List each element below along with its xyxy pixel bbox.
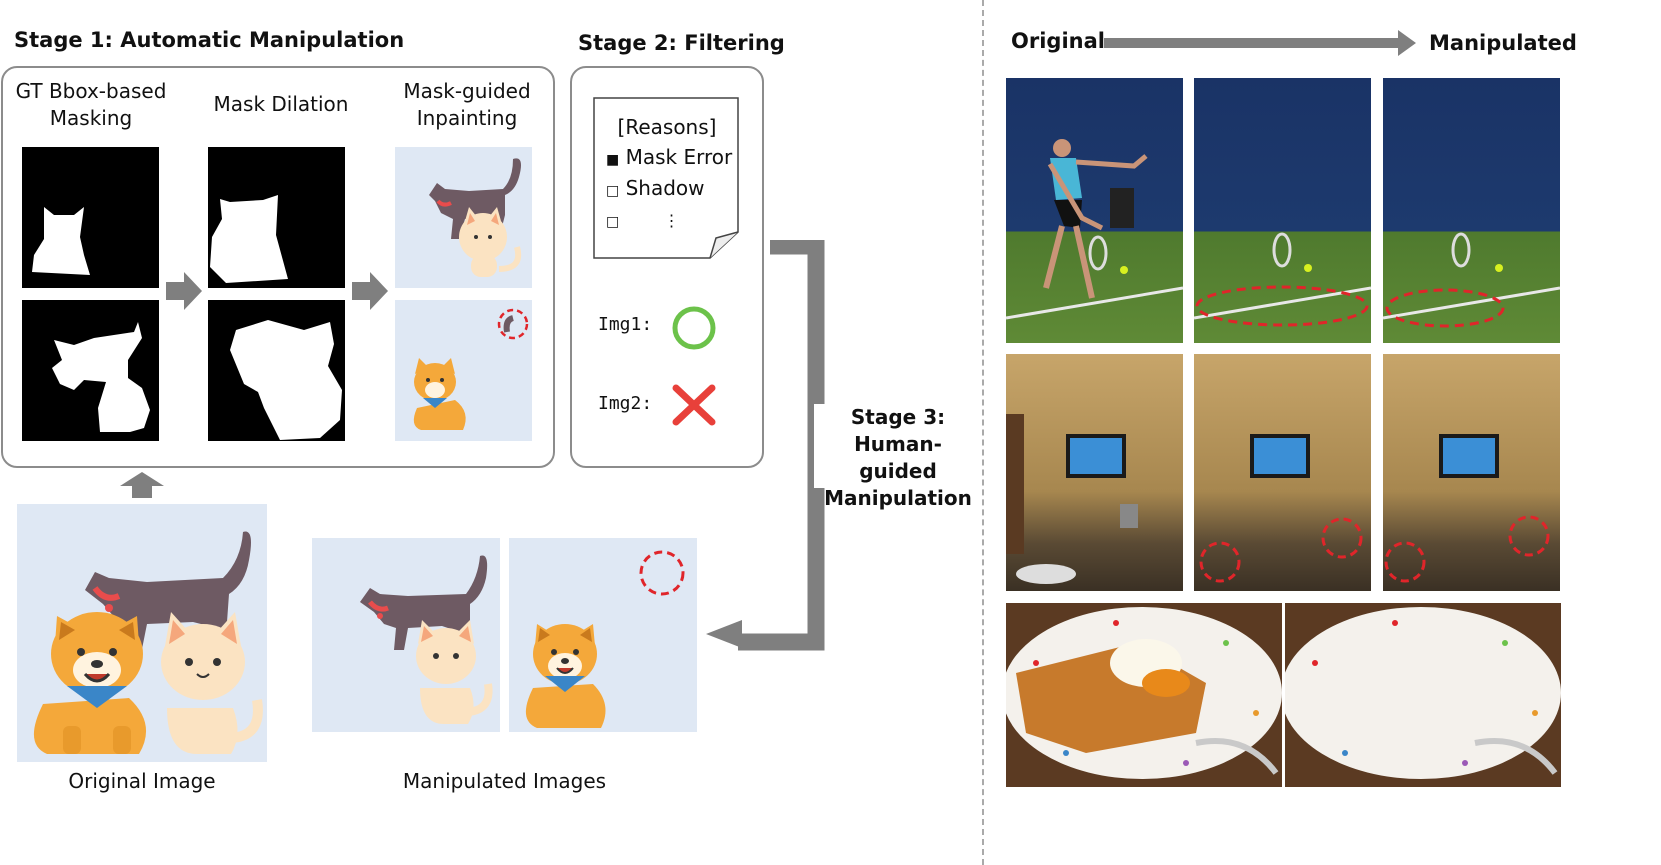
manipulated-images-label: Manipulated Images xyxy=(402,769,607,793)
stage3-flow-arrow xyxy=(706,240,825,651)
reason-label: Shadow xyxy=(625,176,705,200)
tennis-manipulated-photo-2 xyxy=(1383,78,1560,343)
unchecked-box-icon: □ xyxy=(606,214,620,230)
dilation-label: Mask Dilation xyxy=(213,92,349,116)
cake-original-photo xyxy=(1006,603,1282,787)
arrow-up-icon xyxy=(120,472,164,498)
tennis-manipulated-photo-1 xyxy=(1194,78,1371,343)
reason-item: □ ⋮ xyxy=(606,207,680,231)
reason-item: ■ Mask Error xyxy=(606,145,732,169)
manipulated-image-2 xyxy=(509,538,697,732)
reason-label: Mask Error xyxy=(625,145,733,169)
bathroom-manipulated-photo-2 xyxy=(1383,354,1560,591)
dilated-mask-image-2 xyxy=(208,300,345,441)
dilated-mask-image-1 xyxy=(208,147,345,288)
pass-circle-icon xyxy=(672,306,716,350)
original-image xyxy=(17,504,267,762)
inpainted-dog-image xyxy=(395,300,532,441)
bbox-mask-image-2 xyxy=(22,300,159,441)
bathroom-original-photo xyxy=(1006,354,1183,591)
img2-label: Img2: xyxy=(598,393,653,414)
divider xyxy=(982,0,984,865)
stage1-title: Stage 1: Automatic Manipulation xyxy=(14,28,405,52)
bathroom-manipulated-photo-1 xyxy=(1194,354,1371,591)
tennis-original-photo xyxy=(1006,78,1183,343)
reason-item: □ Shadow xyxy=(606,176,705,200)
img1-label: Img1: xyxy=(598,314,653,335)
unchecked-box-icon: □ xyxy=(606,183,620,199)
fail-cross-icon xyxy=(672,384,716,426)
arrow-right-icon xyxy=(166,272,202,310)
manipulated-header: Manipulated xyxy=(1429,31,1577,55)
original-header: Original xyxy=(1011,29,1105,53)
masking-label: GT Bbox-based Masking xyxy=(15,79,167,130)
arrow-right-icon xyxy=(352,272,388,310)
inpainted-cat-image xyxy=(395,147,532,288)
stage2-title: Stage 2: Filtering xyxy=(578,31,785,55)
stage3-title: Stage 3: Human-guided Manipulation xyxy=(824,405,972,510)
manipulated-image-1 xyxy=(312,538,500,732)
checked-box-icon: ■ xyxy=(606,152,620,168)
stage3-label-bg xyxy=(814,404,982,488)
progression-arrow-icon xyxy=(1104,30,1416,56)
inpainting-label: Mask-guided Inpainting xyxy=(403,79,531,130)
reasons-document-icon xyxy=(593,97,739,259)
original-image-label: Original Image xyxy=(68,769,216,793)
reasons-header: [Reasons] xyxy=(617,115,717,139)
cake-manipulated-photo xyxy=(1285,603,1561,787)
ellipsis-label: ⋮ xyxy=(663,211,680,230)
bbox-mask-image-1 xyxy=(22,147,159,288)
